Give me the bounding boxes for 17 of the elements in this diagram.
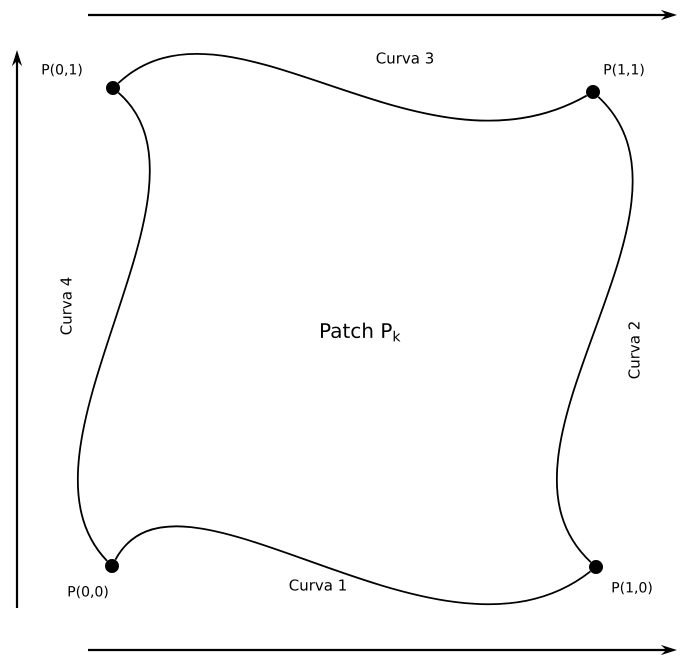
curve: [556, 96, 632, 563]
curve: [78, 92, 150, 562]
corner-point: [106, 81, 120, 95]
corner-point: [589, 560, 603, 574]
curve: [114, 526, 591, 604]
curve-label: Curva 1: [288, 578, 348, 592]
corner-point: [105, 559, 119, 573]
patch-label: Patch P$_{k}$: [321, 322, 400, 342]
curve: [118, 54, 588, 122]
point-label: P(1,0): [612, 582, 652, 594]
curve-label: Curva 4: [59, 276, 73, 336]
point-label: P(0,0): [68, 586, 108, 598]
point-label: P(1,1): [604, 64, 644, 76]
point-label: P(0,1): [42, 64, 82, 76]
curve-label: Curva 2: [627, 320, 641, 380]
corner-point: [586, 85, 600, 99]
curve-label: Curva 3: [374, 51, 436, 65]
